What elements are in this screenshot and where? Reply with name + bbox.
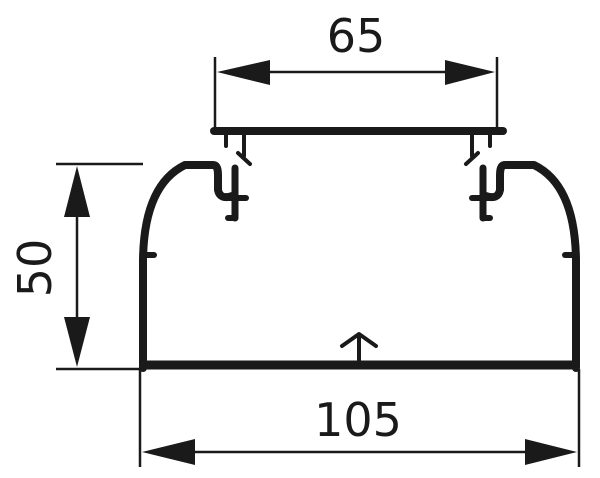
dimension-label-105: 105 <box>314 393 402 447</box>
arrow-up-icon <box>64 166 90 217</box>
arrow-left-icon <box>217 60 270 85</box>
trunking-lid <box>210 127 507 166</box>
dimension-bottom-width: 105 <box>138 369 581 467</box>
dimension-label-65: 65 <box>327 9 386 63</box>
trunking-base <box>139 161 580 372</box>
dimension-height: 50 <box>8 162 143 371</box>
dimension-top-width: 65 <box>213 9 499 130</box>
arrow-down-icon <box>64 317 90 367</box>
dimension-label-50: 50 <box>8 239 62 298</box>
arrow-right-icon <box>525 439 577 465</box>
arrow-right-icon <box>445 60 495 85</box>
arrow-left-icon <box>142 439 195 465</box>
